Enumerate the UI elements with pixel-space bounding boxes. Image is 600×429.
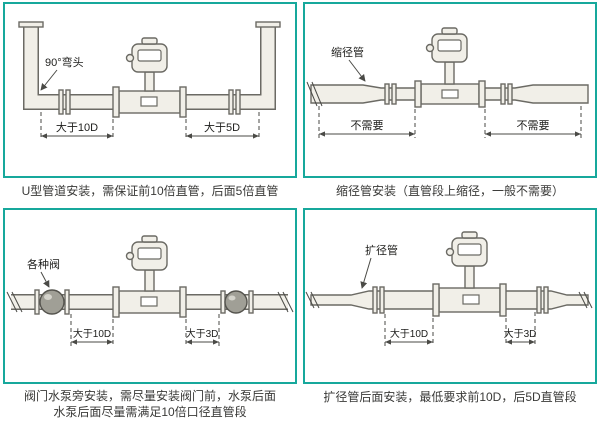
leader-arrow <box>40 271 50 288</box>
dim-label-left: 不需要 <box>351 119 384 132</box>
dim-label-left: 大于10D <box>56 120 98 134</box>
cable-gland <box>425 43 435 53</box>
callout-expander: 扩径管 <box>360 243 398 289</box>
transmitter-neck <box>144 71 155 92</box>
diagram-valve: 各种阀 大于10D 大 <box>6 235 294 346</box>
caption-u-pipe: U型管道安装，需保证前10倍直管，后面5倍直管 <box>3 178 297 208</box>
dim-label-right: 大于3D <box>186 327 219 340</box>
dim-label-left: 大于10D <box>390 327 428 340</box>
transmitter-display <box>137 247 162 260</box>
dimensions: 大于10D 大于3D <box>70 314 220 346</box>
caption-text-line2: 水泵后面尽量需满足10倍口径直管段 <box>53 405 247 420</box>
dimensions: 大于10D 大于3D <box>384 312 537 346</box>
valve-left <box>34 289 70 315</box>
callout-label: 扩径管 <box>365 243 398 257</box>
caption-text: 缩径管安装（直管段上缩径，一般不需要） <box>335 183 564 198</box>
panel-u-pipe: 90°弯头 大于10D <box>3 2 297 178</box>
caption-text: U型管道安装，需保证前10倍直管，后面5倍直管 <box>21 183 279 198</box>
valve-body <box>39 289 65 315</box>
caption-expander: 扩径管后面安装，最低要求前10D，后5D直管段 <box>303 384 597 414</box>
dim-label-right: 大于5D <box>204 120 240 134</box>
flowmeter <box>414 27 486 108</box>
diagram-u-pipe: 90°弯头 大于10D <box>18 21 281 140</box>
transmitter-neck <box>144 269 155 292</box>
transmitter-neck <box>444 61 455 85</box>
valve-right <box>220 290 254 314</box>
panel-expander: 扩径管 大于10D 大 <box>303 208 597 384</box>
cell-valve: 各种阀 大于10D 大 <box>3 208 297 428</box>
dimensions: 大于10D 大于5D <box>40 112 260 140</box>
caption-text: 扩径管后面安装，最低要求前10D，后5D直管段 <box>323 389 577 404</box>
transmitter-display <box>137 49 162 62</box>
dimensions: 不需要 不需要 <box>318 106 582 138</box>
panel-valve: 各种阀 大于10D 大 <box>3 208 297 384</box>
valve-highlight <box>44 294 52 300</box>
dim-label-right: 不需要 <box>517 119 550 132</box>
transmitter-display <box>457 243 482 256</box>
meter-label-plate <box>462 294 480 305</box>
leader-arrow <box>40 69 58 91</box>
cable-gland <box>445 247 455 257</box>
meter-label-plate <box>140 296 158 307</box>
flowmeter <box>112 37 187 118</box>
valve-body <box>224 290 248 314</box>
pipe-break-mark <box>578 291 593 309</box>
diagram-expander: 扩径管 大于10D 大 <box>305 231 593 346</box>
cable-gland <box>125 251 135 261</box>
transmitter-neck <box>464 265 475 289</box>
cable-gland <box>125 53 135 63</box>
flange-top-left <box>18 21 44 28</box>
callout-valves: 各种阀 <box>27 257 60 288</box>
callout-90-elbow: 90°弯头 <box>40 55 84 91</box>
callout-reducer: 缩径管 <box>331 45 366 82</box>
pipe-break-mark <box>6 291 23 313</box>
pipe-break-mark <box>306 81 323 107</box>
valve-highlight <box>228 295 236 301</box>
callout-label: 各种阀 <box>27 257 60 271</box>
pipe-break-mark <box>277 291 294 313</box>
cell-expander: 扩径管 大于10D 大 <box>303 208 597 428</box>
cell-u-pipe: 90°弯头 大于10D <box>3 2 297 208</box>
dim-label-right: 大于3D <box>504 327 537 340</box>
pipe-break-mark <box>305 291 320 309</box>
dim-label-left: 大于10D <box>73 327 111 340</box>
transmitter-display <box>437 39 462 52</box>
caption-valve: 阀门水泵旁安装，需尽量安装阀门前，水泵后面 水泵后面尽量需满足10倍口径直管段 <box>3 384 297 428</box>
caption-reducer: 缩径管安装（直管段上缩径，一般不需要） <box>303 178 597 208</box>
callout-label: 缩径管 <box>331 45 364 59</box>
caption-text-line1: 阀门水泵旁安装，需尽量安装阀门前，水泵后面 <box>23 389 276 403</box>
diagram-reducer: 缩径管 不需要 不需要 <box>306 27 589 138</box>
leader-arrow <box>348 59 366 82</box>
flowmeter <box>112 235 187 318</box>
flowmeter <box>432 231 507 317</box>
callout-label: 90°弯头 <box>45 55 84 69</box>
flange-top-right <box>255 21 281 28</box>
diagram-grid: 90°弯头 大于10D <box>3 2 597 428</box>
cell-reducer: 缩径管 不需要 不需要 <box>303 2 597 208</box>
meter-label-plate <box>140 96 158 107</box>
panel-reducer: 缩径管 不需要 不需要 <box>303 2 597 178</box>
meter-label-plate <box>441 89 459 99</box>
leader-arrow <box>360 257 372 289</box>
